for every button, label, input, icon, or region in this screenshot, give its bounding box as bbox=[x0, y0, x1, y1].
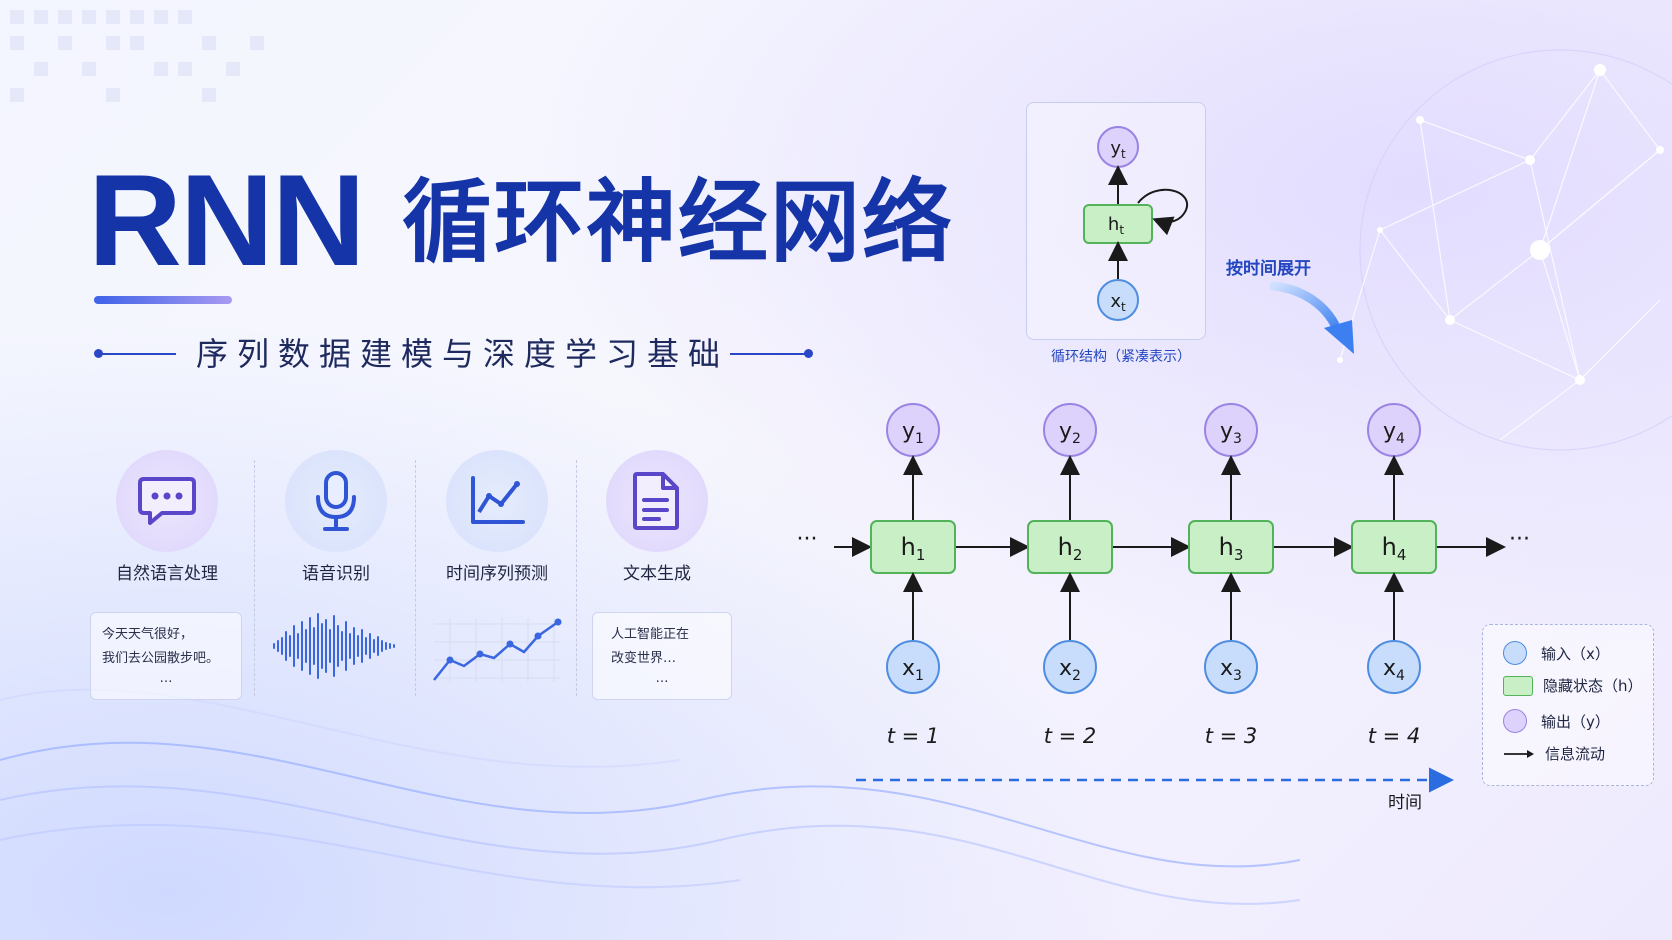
output-label-y1: y1 bbox=[902, 419, 924, 447]
time-label-4: t = 4 bbox=[1368, 724, 1421, 748]
separator-2 bbox=[415, 460, 416, 696]
subtitle: 序列数据建模与深度学习基础 bbox=[196, 335, 730, 373]
input-node-x4 bbox=[1367, 640, 1421, 694]
background-grid-squares bbox=[10, 10, 264, 102]
unfold-arrow-icon bbox=[1269, 281, 1354, 354]
hidden-label-h3: h3 bbox=[1219, 533, 1244, 564]
input-label-x4: x4 bbox=[1383, 656, 1405, 684]
timeseries-mini-chart bbox=[433, 618, 562, 682]
input-label-x2: x2 bbox=[1059, 656, 1081, 684]
compact-caption: 循环结构（紧凑表示） bbox=[1051, 349, 1191, 365]
output-label-y2: y2 bbox=[1059, 419, 1081, 447]
output-label-y4: y4 bbox=[1383, 419, 1405, 447]
input-node-x3 bbox=[1204, 640, 1258, 694]
textgen-example-line-3: … bbox=[655, 671, 669, 686]
time-label-1: t = 1 bbox=[887, 724, 940, 748]
chat-bubble-icon bbox=[116, 450, 218, 552]
app-label-speech: 语音识别 bbox=[302, 564, 370, 584]
nlp-example-line-2: 我们去公园散步吧。 bbox=[102, 651, 220, 666]
textgen-example-line-1: 人工智能正在 bbox=[611, 627, 690, 642]
subtitle-line-right bbox=[730, 353, 808, 355]
background-network-sphere bbox=[1339, 49, 1672, 451]
app-label-textgen: 文本生成 bbox=[623, 564, 691, 584]
document-icon bbox=[606, 450, 708, 552]
ellipsis-right: ··· bbox=[1509, 527, 1530, 552]
app-label-nlp: 自然语言处理 bbox=[116, 564, 218, 584]
app-label-timeseries: 时间序列预测 bbox=[446, 564, 548, 584]
unrolled-rnn-diagram: ··· y1 h1 x1 t = 1 y2 h2 x2 t = 2 y3 h3 … bbox=[797, 403, 1530, 810]
separator-3 bbox=[576, 460, 577, 696]
title-underline bbox=[94, 296, 232, 304]
legend-item-input: 输入（x） bbox=[1503, 641, 1610, 665]
input-label-x1: x1 bbox=[902, 656, 924, 684]
microphone-icon bbox=[285, 450, 387, 552]
input-node-x1 bbox=[886, 640, 940, 694]
textgen-example-line-2: 改变世界… bbox=[611, 651, 677, 666]
compact-recurrent-loop bbox=[1137, 188, 1189, 236]
ellipsis-left: ··· bbox=[797, 527, 818, 552]
nlp-example-card: 今天天气很好， 我们去公园散步吧。 … bbox=[90, 612, 242, 700]
textgen-example-card: 人工智能正在 改变世界… … bbox=[592, 612, 732, 700]
subtitle-line-left bbox=[100, 353, 176, 355]
subtitle-dot-left bbox=[94, 349, 103, 358]
time-step-1: y1 h1 x1 t = 1 bbox=[870, 403, 956, 748]
subtitle-dot-right bbox=[804, 349, 813, 358]
nlp-example-line-3: … bbox=[159, 671, 173, 686]
output-label-y3: y3 bbox=[1220, 419, 1242, 447]
background-waves bbox=[0, 688, 1301, 905]
hidden-label-h4: h4 bbox=[1382, 533, 1407, 564]
title-chinese: 循环神经网络 bbox=[402, 170, 954, 275]
legend-output-label: 输出（y） bbox=[1541, 712, 1610, 731]
legend-hidden-swatch bbox=[1503, 675, 1533, 696]
input-label-x3: x3 bbox=[1220, 656, 1242, 684]
hidden-label-h1: h1 bbox=[901, 533, 926, 564]
legend-item-hidden: 隐藏状态（h） bbox=[1503, 675, 1643, 696]
time-step-3: y3 h3 x3 t = 3 bbox=[1188, 403, 1274, 748]
separator-1 bbox=[254, 460, 255, 696]
legend-flow-label: 信息流动 bbox=[1545, 745, 1606, 763]
line-chart-icon bbox=[446, 450, 548, 552]
time-step-4: y4 h4 x4 t = 4 bbox=[1351, 403, 1437, 748]
speech-waveform bbox=[273, 613, 395, 679]
legend-arrow-icon bbox=[1504, 749, 1534, 758]
unfold-label: 按时间展开 bbox=[1226, 259, 1311, 279]
compact-rnn-diagram: yt ht xt bbox=[1083, 126, 1189, 321]
legend-item-flow: 信息流动 bbox=[1503, 743, 1605, 764]
time-axis-label: 时间 bbox=[1388, 793, 1422, 810]
compact-hidden-label: ht bbox=[1108, 214, 1124, 237]
time-label-3: t = 3 bbox=[1205, 724, 1258, 748]
compact-input-node bbox=[1097, 279, 1139, 321]
legend-hidden-label: 隐藏状态（h） bbox=[1543, 677, 1643, 695]
compact-input-label: xt bbox=[1110, 291, 1126, 314]
title-rnn: RNN bbox=[88, 147, 366, 293]
input-node-x2 bbox=[1043, 640, 1097, 694]
legend-input-swatch bbox=[1503, 641, 1527, 665]
legend-input-label: 输入（x） bbox=[1541, 644, 1610, 663]
hidden-label-h2: h2 bbox=[1058, 533, 1083, 564]
nlp-example-line-1: 今天天气很好， bbox=[102, 627, 194, 642]
legend: 输入（x） 隐藏状态（h） 输出（y） 信息流动 bbox=[1482, 624, 1654, 786]
background-network-nodes bbox=[1337, 64, 1664, 385]
time-label-2: t = 2 bbox=[1044, 724, 1097, 748]
time-step-2: y2 h2 x2 t = 2 bbox=[1027, 403, 1113, 748]
legend-output-swatch bbox=[1503, 709, 1527, 733]
compact-output-label: yt bbox=[1110, 138, 1126, 161]
legend-item-output: 输出（y） bbox=[1503, 709, 1610, 733]
